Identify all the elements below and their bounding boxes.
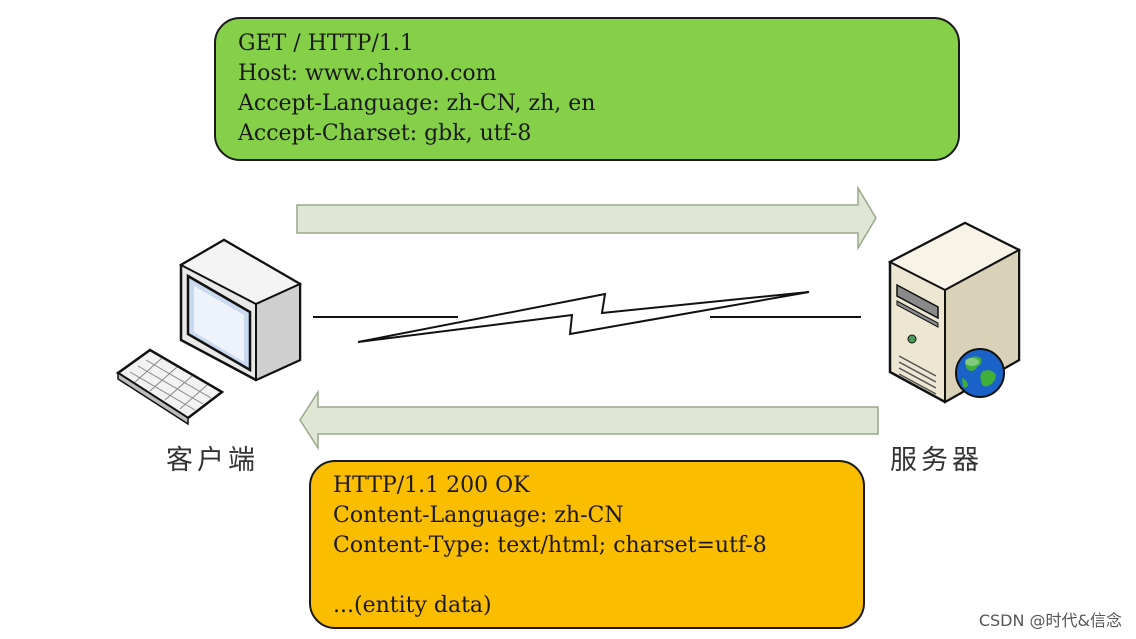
request-line-1: GET / HTTP/1.1 bbox=[238, 31, 414, 56]
request-line-4: Accept-Charset: gbk, utf-8 bbox=[238, 121, 532, 146]
server-icon bbox=[887, 221, 1022, 404]
response-line-3: Content-Type: text/html; charset=utf-8 bbox=[333, 533, 767, 558]
computer-icon bbox=[115, 238, 303, 426]
response-arrow bbox=[299, 389, 879, 451]
response-line-1: HTTP/1.1 200 OK bbox=[333, 473, 530, 498]
response-line-2: Content-Language: zh-CN bbox=[333, 503, 624, 528]
response-message-box: HTTP/1.1 200 OK Content-Language: zh-CN … bbox=[309, 460, 865, 629]
request-line-2: Host: www.chrono.com bbox=[238, 61, 497, 86]
lightning-bolt-icon bbox=[357, 291, 810, 343]
server-label: 服务器 bbox=[890, 445, 983, 476]
response-line-5: ...(entity data) bbox=[333, 593, 492, 618]
request-message-box: GET / HTTP/1.1 Host: www.chrono.com Acce… bbox=[214, 17, 960, 161]
globe-icon bbox=[955, 348, 1005, 398]
request-arrow bbox=[296, 185, 877, 251]
client-label: 客户端 bbox=[166, 445, 259, 476]
request-line-3: Accept-Language: zh-CN, zh, en bbox=[238, 91, 596, 116]
watermark: CSDN @时代&信念 bbox=[978, 611, 1122, 630]
